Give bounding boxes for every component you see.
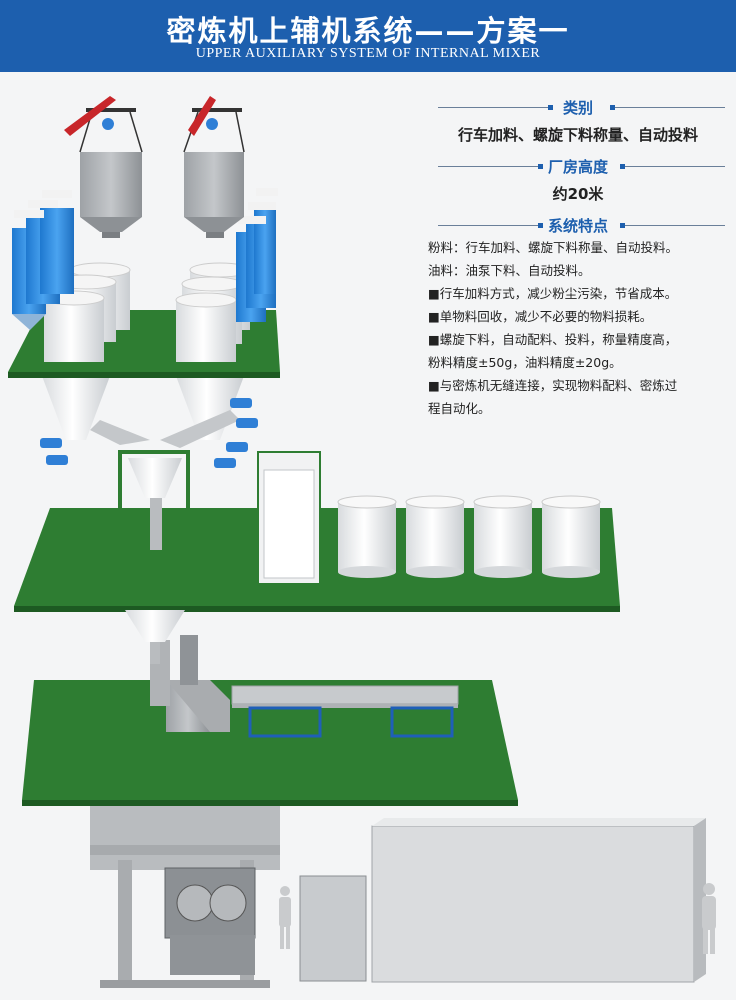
height-label: 厂房高度: [547, 158, 608, 176]
feature-line: ■单物料回收，减少不必要的物料损耗。: [428, 309, 653, 324]
feature-line: ■与密炼机无缝连接，实现物料配料、密炼过: [428, 378, 678, 393]
category-value: 行车加料、螺旋下料称量、自动投料: [457, 126, 698, 144]
floor-platform-2: [14, 508, 620, 606]
section-category-heading: 类别: [428, 96, 728, 118]
powder-silos: [43, 262, 251, 362]
page-subtitle: UPPER AUXILIARY SYSTEM OF INTERNAL MIXER: [195, 46, 541, 61]
page-title: 密炼机上辅机系统——方案一: [166, 14, 570, 48]
bulk-bags: [79, 108, 245, 238]
human-figure: [702, 883, 716, 954]
weighing-conveyor: [231, 685, 459, 738]
feature-line: ■行车加料方式，减少粉尘污染，节省成本。: [428, 286, 678, 301]
features-list: 粉料：行车加料、螺旋下料称量、自动投料。 油料：油泵下料、自动投料。 ■行车加料…: [428, 236, 728, 420]
internal-mixer-machine: [371, 818, 706, 983]
features-label: 系统特点: [547, 217, 608, 235]
oil-tanks: [337, 495, 601, 578]
floor-platform-3: [22, 680, 518, 800]
dust-collectors: [12, 188, 278, 330]
feature-line: 油料：油泵下料、自动投料。: [428, 263, 591, 278]
section-features-heading: 系统特点: [428, 214, 728, 236]
feed-hopper: [150, 635, 230, 732]
feature-line: 程自动化。: [428, 401, 491, 416]
feature-line: 粉料精度±50g，油料精度±20g。: [428, 355, 622, 370]
scale-hopper: [125, 610, 185, 664]
weighing-frame: [118, 450, 190, 550]
floor-platform-1: [8, 310, 280, 372]
feature-line: ■螺旋下料，自动配料、投料，称量精度高，: [428, 332, 678, 347]
human-figure: [279, 886, 291, 949]
screw-feeder-hoppers: [40, 376, 258, 468]
control-cabinet: [257, 451, 321, 585]
feature-line: 粉料：行车加料、螺旋下料称量、自动投料。: [428, 240, 679, 255]
height-value: 约20米: [552, 185, 604, 203]
header-banner: 密炼机上辅机系统——方案一 UPPER AUXILIARY SYSTEM OF …: [0, 0, 736, 72]
category-label: 类别: [562, 99, 593, 117]
info-panel: 类别 行车加料、螺旋下料称量、自动投料 厂房高度 约20米 系统特点 粉料：行车…: [428, 92, 728, 420]
mixer-frame: [90, 800, 367, 988]
overhead-crane-rails: [64, 96, 218, 136]
section-height-heading: 厂房高度: [428, 155, 728, 177]
